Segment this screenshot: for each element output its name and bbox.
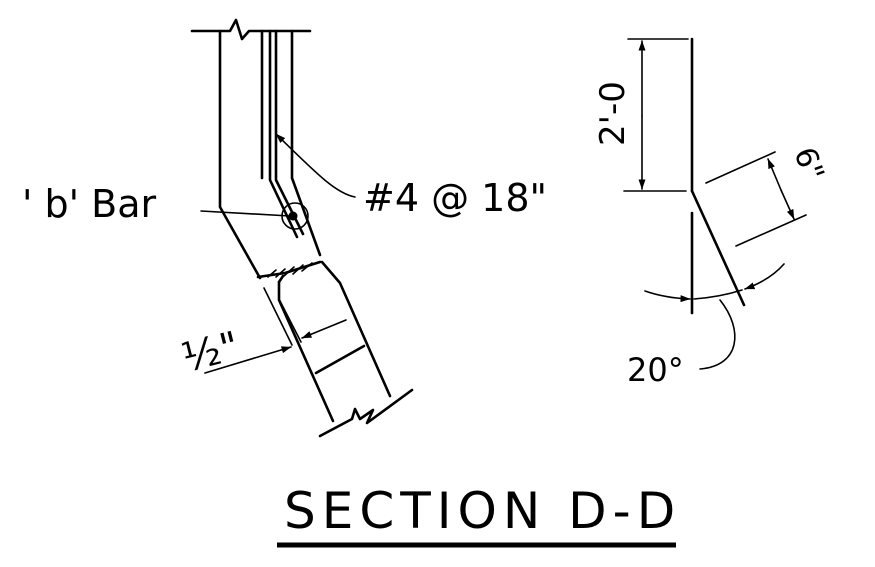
angle-leader [699,299,736,370]
six-inch-label: 6" [786,143,830,186]
rebar-spacing-label: #4 @ 18" [363,176,547,220]
half-inch-arrow-left [204,346,292,374]
dim-6in-ext-bottom [735,214,807,247]
angle-arc-right [744,263,785,290]
half-inch-extension-b [278,298,302,343]
angle-arc-left [644,290,691,303]
wall-left-face [218,29,262,280]
b-bar-leader [200,210,291,217]
half-inch-extension-a [263,287,293,346]
bottom-break-line [318,388,414,438]
dim-6in-line-b [780,189,795,220]
angle-arc-mid [693,289,743,300]
lower-wall-left [277,280,335,423]
half-inch-arrow-right [301,319,347,339]
rebar-line-a [268,29,299,239]
wall-right-face [290,29,322,257]
half-inch-label: ½" [177,323,244,381]
lower-wall-band [314,344,366,375]
lower-wall-right [320,260,392,398]
rebar-leader [275,133,356,198]
dim-6in-line-a [767,158,782,191]
top-break-line [190,18,312,41]
angle-label: 20° [627,351,684,389]
lower-wall-step [277,274,285,284]
angle-detail [623,37,807,370]
b-bar-label: ' b' Bar [22,182,157,226]
b-bar-dot [288,211,298,221]
two-foot-label: 2'-0 [593,81,633,146]
wall-section [190,18,414,438]
dim-6in-ext-top [705,151,776,184]
sloped-face-line [690,189,746,307]
section-title: SECTION D-D [284,482,681,540]
joint-hatch [267,262,313,278]
half-inch-dimension [204,287,347,374]
